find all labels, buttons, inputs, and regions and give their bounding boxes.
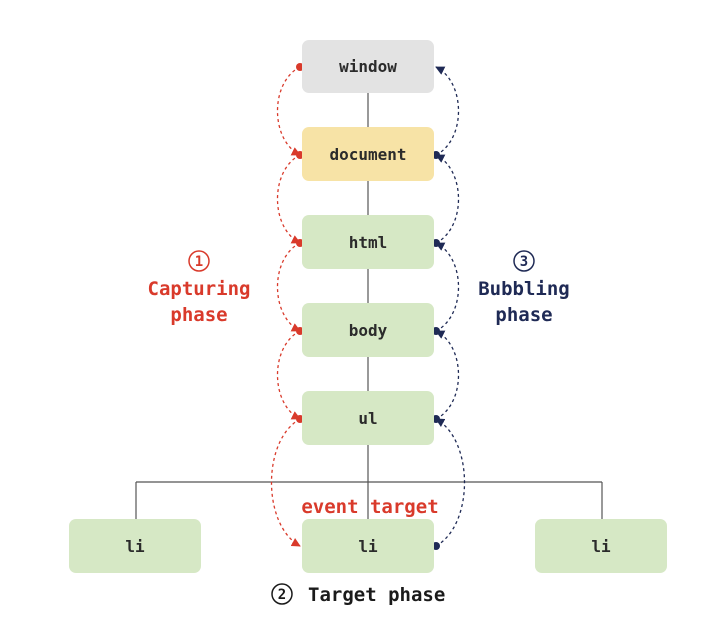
bubbling-title-line1: Bubbling [478,278,570,300]
bubbling-arrows [435,66,466,547]
capture-arrow-ul-li [270,418,301,547]
node-window-label: window [339,57,397,76]
node-document: document [302,127,434,181]
node-li-center-box [302,519,434,573]
bubble-arrow-li-ul [435,418,466,547]
node-html-box [302,215,434,269]
node-ul-label: ul [358,409,377,428]
bubble-arrow-body-html [435,242,460,332]
capture-arrow-html-body [276,242,301,332]
target-number: 2 [278,587,286,603]
bubble-arrow-ul-body [435,330,460,420]
node-html: html [302,215,434,269]
node-li-center-label: li [358,537,378,556]
node-document-box [302,127,434,181]
bubbling-number-circle [513,250,535,272]
capturing-phase-label: 1 Capturing phase [148,250,251,326]
capturing-arrows [270,66,301,547]
bubbling-number: 3 [520,254,528,270]
node-li-left-label: li [125,537,145,556]
node-body-label: body [349,321,388,340]
node-li-center: li [302,519,434,573]
target-phase-label: 2 Target phase [271,583,445,606]
event-target-label: event target [301,496,438,518]
capturing-title-line1: Capturing [148,278,251,300]
capture-arrow-document-html [276,154,301,244]
capturing-title-line2: phase [170,304,227,326]
node-li-right-label: li [591,537,611,556]
node-ul-box [302,391,434,445]
node-li-left-box [69,519,201,573]
capture-arrow-body-ul [276,330,301,420]
capture-arrow-window-document [276,66,301,156]
bubbling-title-line2: phase [495,304,552,326]
capturing-number-circle [188,250,210,272]
bubble-arrow-document-window [435,66,460,156]
bubble-arrow-html-document [435,154,460,244]
tree-connectors [135,93,603,519]
target-number-circle [271,583,293,605]
node-ul: ul [302,391,434,445]
node-window: window [302,40,434,93]
bubbling-phase-label: 3 Bubbling phase [478,250,570,326]
capturing-number: 1 [195,254,203,270]
node-html-label: html [349,233,388,252]
node-document-label: document [329,145,406,164]
node-li-right-box [535,519,667,573]
node-li-right: li [535,519,667,573]
node-li-left: li [69,519,201,573]
node-body: body [302,303,434,357]
node-body-box [302,303,434,357]
node-window-box [302,40,434,93]
target-phase-title: Target phase [308,584,445,606]
